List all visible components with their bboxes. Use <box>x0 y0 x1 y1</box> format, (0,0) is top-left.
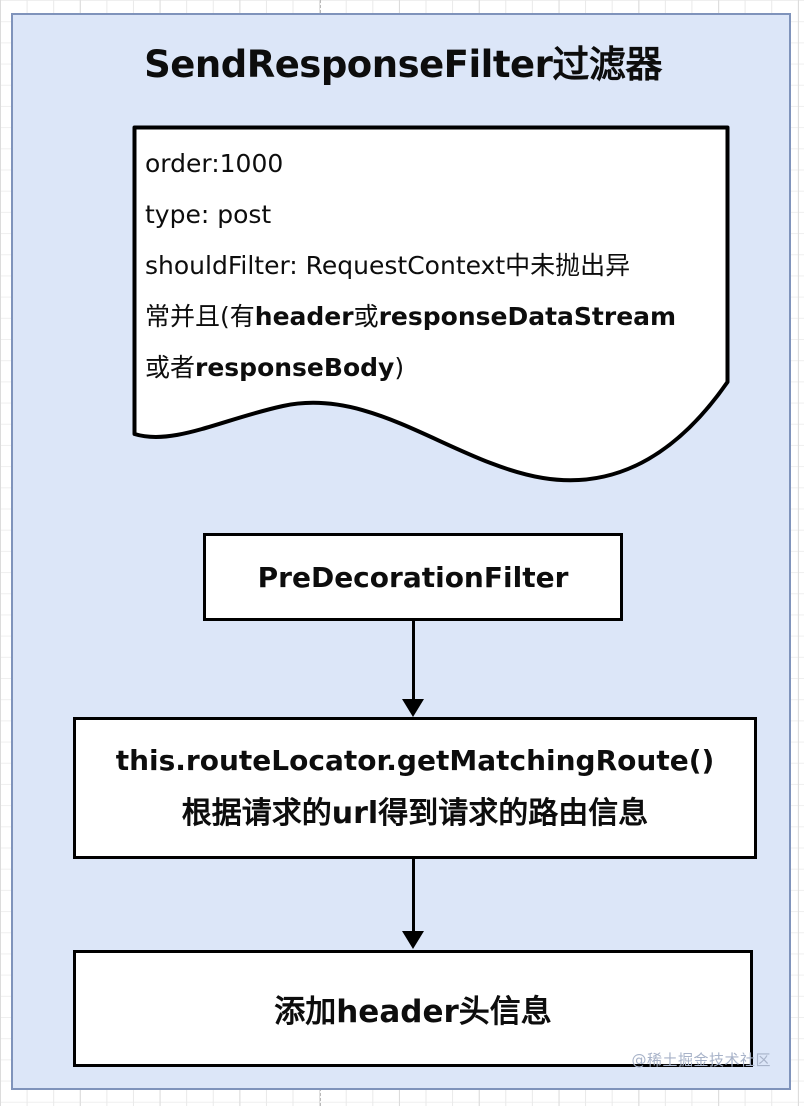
note-line-shouldfilter: shouldFilter: RequestContext中未抛出异 <box>145 251 631 280</box>
node-add-header[interactable]: 添加header头信息 <box>73 950 753 1067</box>
node-pre-decoration-filter[interactable]: PreDecorationFilter <box>203 533 623 621</box>
note-line4-plain-b: 或 <box>353 302 379 331</box>
node-add-header-label: 添加header头信息 <box>274 994 552 1030</box>
watermark: @稀土掘金技术社区 <box>631 1051 771 1069</box>
note-shape-outline <box>132 125 730 483</box>
note-line5-bold-responsebody: responseBody <box>195 353 395 382</box>
arrow-head-icon <box>402 931 424 949</box>
note-line-condition-a: 常并且(有header或responseDataStream <box>145 291 725 342</box>
note-shape: order:1000 type: post shouldFilter: Requ… <box>123 116 739 501</box>
arrow-shaft <box>411 621 415 701</box>
note-line-type: type: post <box>145 200 272 229</box>
node-route-locator-label-primary: this.routeLocator.getMatchingRoute() <box>115 744 715 778</box>
diagram-title: SendResponseFilter过滤器 <box>144 43 662 86</box>
note-text-block: order:1000 type: post shouldFilter: Requ… <box>145 138 725 393</box>
note-line4-bold-header: header <box>254 302 354 331</box>
node-route-locator-label-secondary: 根据请求的url得到请求的路由信息 <box>181 795 649 831</box>
note-line4-plain-a: 常并且(有 <box>145 302 255 331</box>
arrow-head-icon <box>402 699 424 717</box>
note-line-order: order:1000 <box>145 149 284 178</box>
arrow-shaft <box>411 859 415 933</box>
note-line-condition-b: 或者responseBody) <box>145 342 725 393</box>
diagram-panel: SendResponseFilter过滤器 order:1000 type: p… <box>11 13 791 1090</box>
node-route-locator[interactable]: this.routeLocator.getMatchingRoute() 根据请… <box>73 717 757 859</box>
note-line4-bold-responsedatastream: responseDataStream <box>378 302 677 331</box>
note-line5-plain-a: 或者 <box>145 353 196 382</box>
note-line5-plain-b: ) <box>394 353 405 382</box>
node-pre-decoration-filter-label: PreDecorationFilter <box>257 560 569 594</box>
